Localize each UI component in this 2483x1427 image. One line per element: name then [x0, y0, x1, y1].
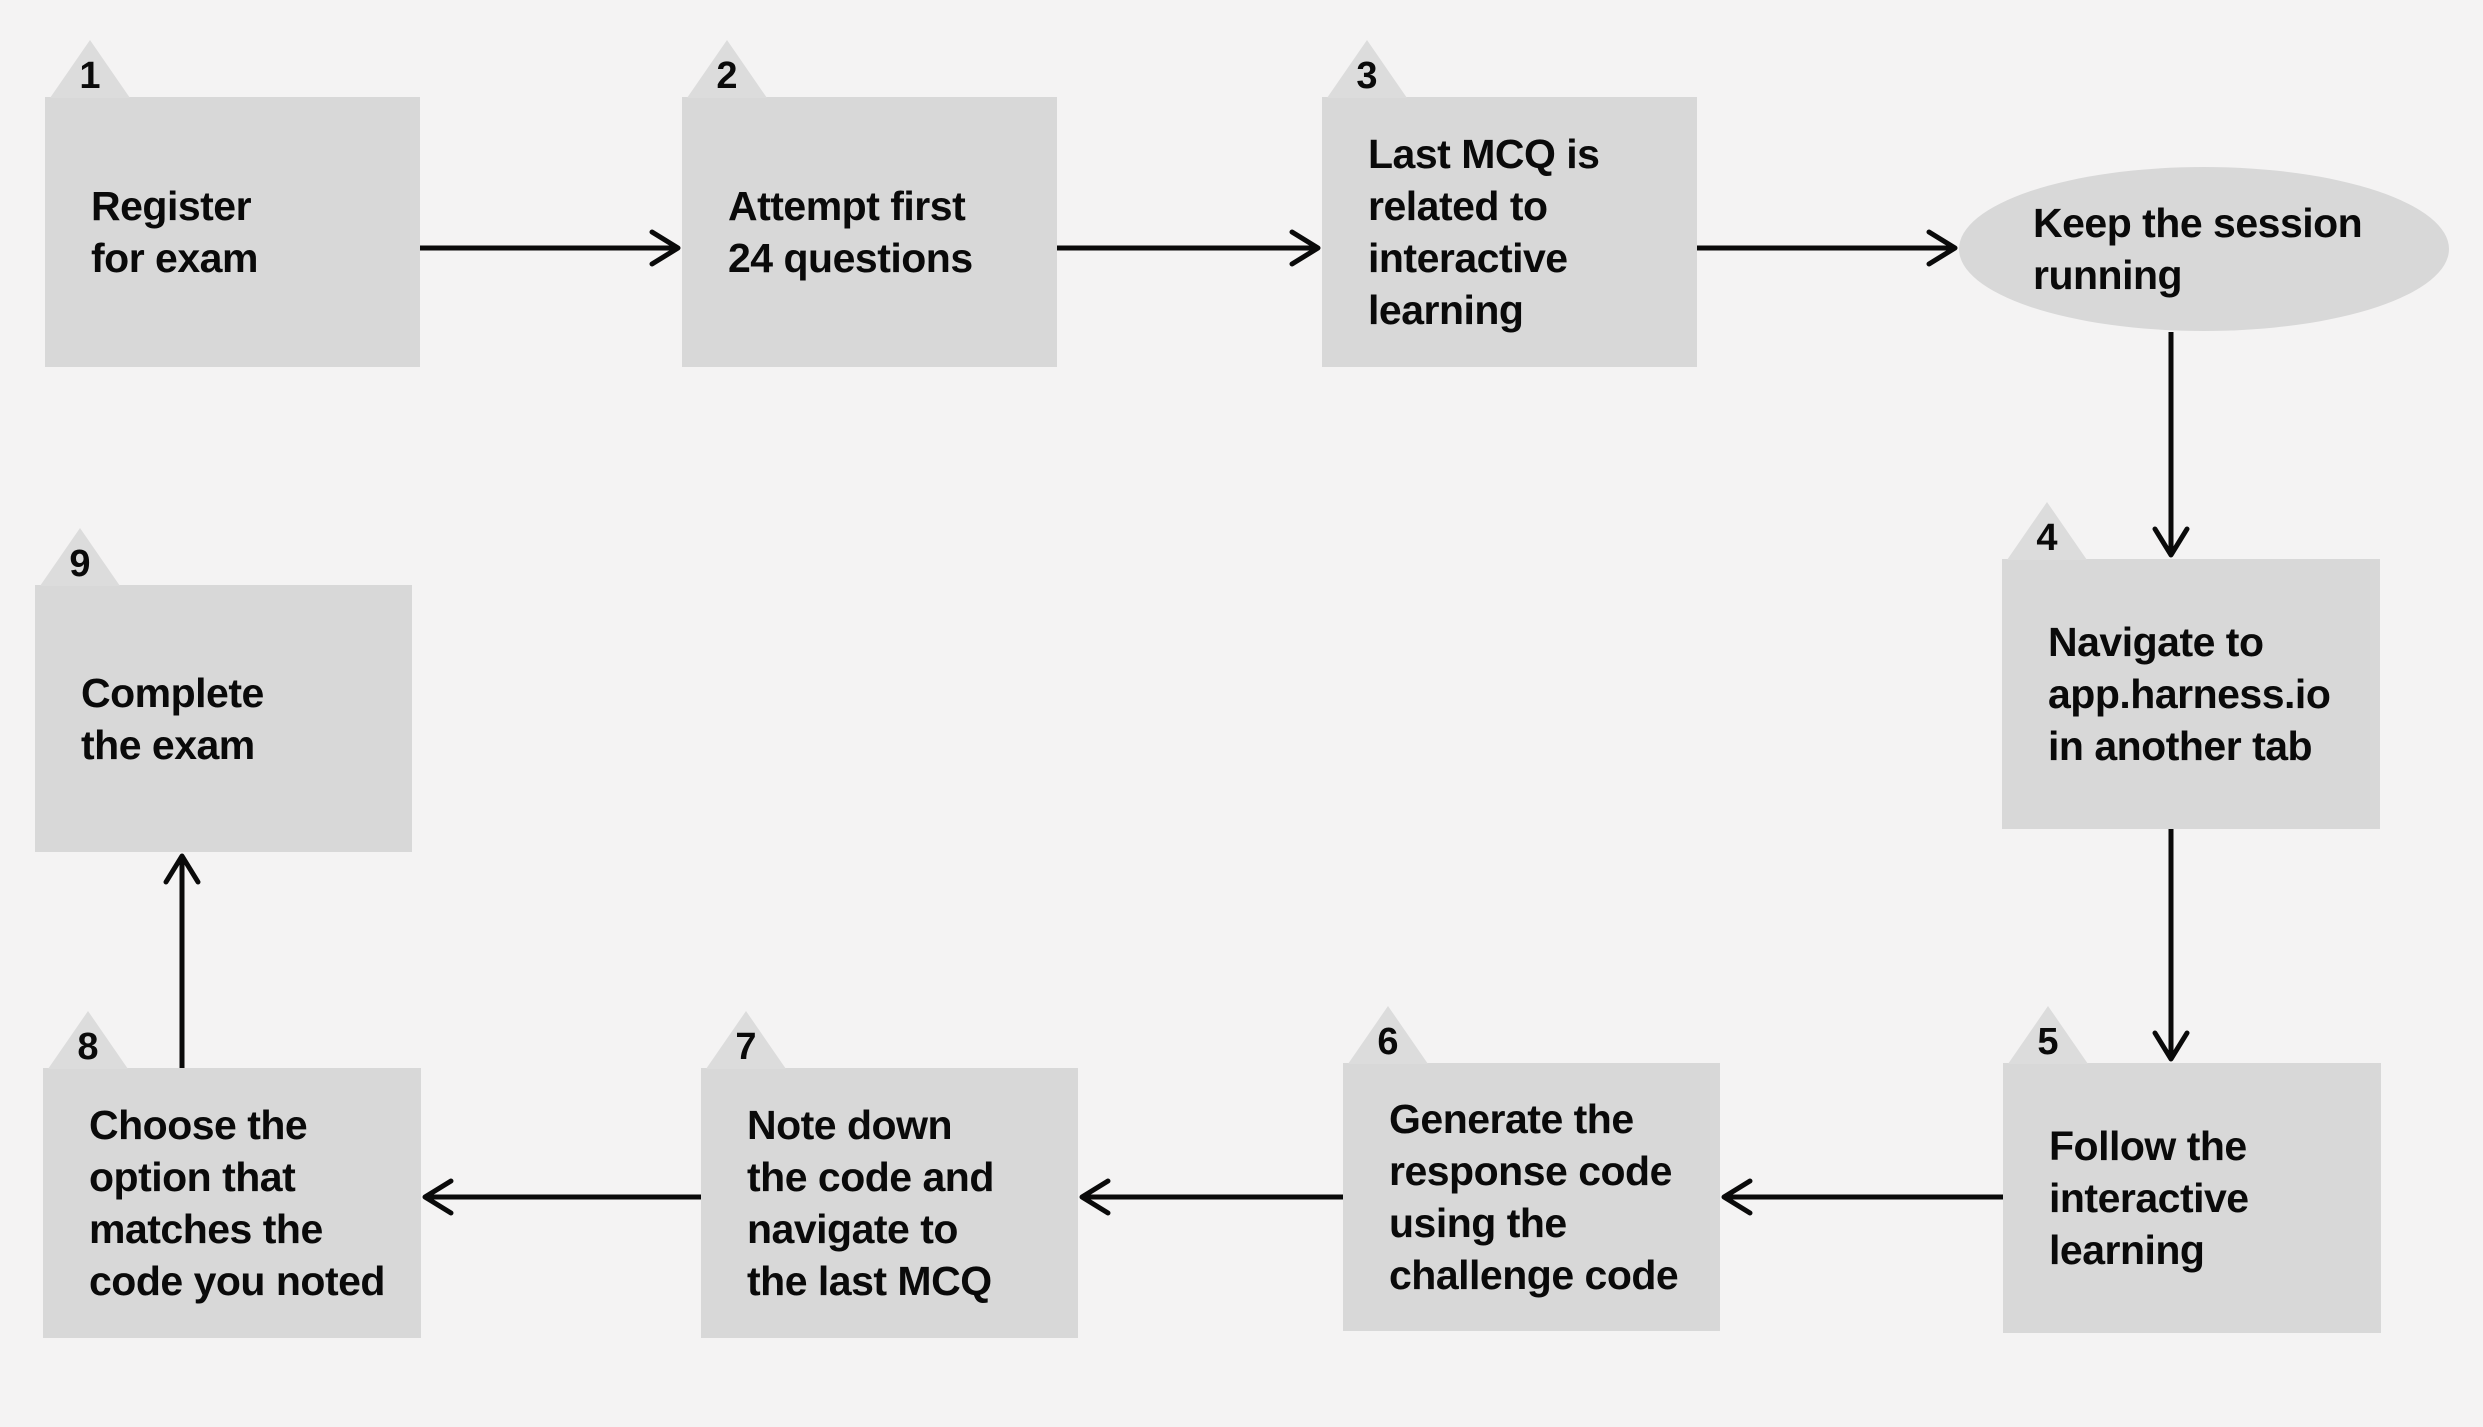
- step-9-number: 9: [69, 543, 91, 585]
- step-5-number: 5: [2037, 1021, 2059, 1063]
- step-9-label: Complete the exam: [81, 669, 264, 768]
- step-9-box: 9 Complete the exam: [35, 528, 412, 852]
- step-4-number: 4: [2036, 517, 2058, 559]
- step-3-box: 3 Last MCQ is related to interactive lea…: [1322, 40, 1697, 367]
- step-7-label: Note down the code and navigate to the l…: [747, 1102, 994, 1304]
- step-8-number: 8: [77, 1026, 99, 1068]
- step-4-box: 4 Navigate to app.harness.io in another …: [2002, 502, 2380, 829]
- keep-session-label: Keep the session running: [2033, 200, 2363, 298]
- step-1-label: Register for exam: [91, 183, 258, 281]
- step-7-number: 7: [735, 1026, 757, 1068]
- step-7-box: 7 Note down the code and navigate to the…: [701, 1011, 1078, 1338]
- step-2-label: Attempt first 24 questions: [728, 183, 973, 281]
- step-3-label: Last MCQ is related to interactive learn…: [1368, 131, 1600, 333]
- step-6-number: 6: [1377, 1021, 1399, 1063]
- step-2-number: 2: [716, 55, 738, 97]
- step-6-box: 6 Generate the response code using the c…: [1343, 1006, 1720, 1331]
- step-6-label: Generate the response code using the cha…: [1389, 1096, 1679, 1298]
- step-1-number: 1: [79, 55, 101, 97]
- step-1-box: 1 Register for exam: [45, 40, 420, 367]
- step-2-box: 2 Attempt first 24 questions: [682, 40, 1057, 367]
- step-8-label: Choose the option that matches the code …: [89, 1102, 385, 1304]
- step-4-label: Navigate to app.harness.io in another ta…: [2048, 619, 2331, 769]
- step-5-label: Follow the interactive learning: [2049, 1123, 2249, 1273]
- step-5-box: 5 Follow the interactive learning: [2003, 1006, 2381, 1333]
- step-8-box: 8 Choose the option that matches the cod…: [43, 1011, 421, 1338]
- keep-session-ellipse: Keep the session running: [1959, 167, 2449, 331]
- step-3-number: 3: [1356, 55, 1378, 97]
